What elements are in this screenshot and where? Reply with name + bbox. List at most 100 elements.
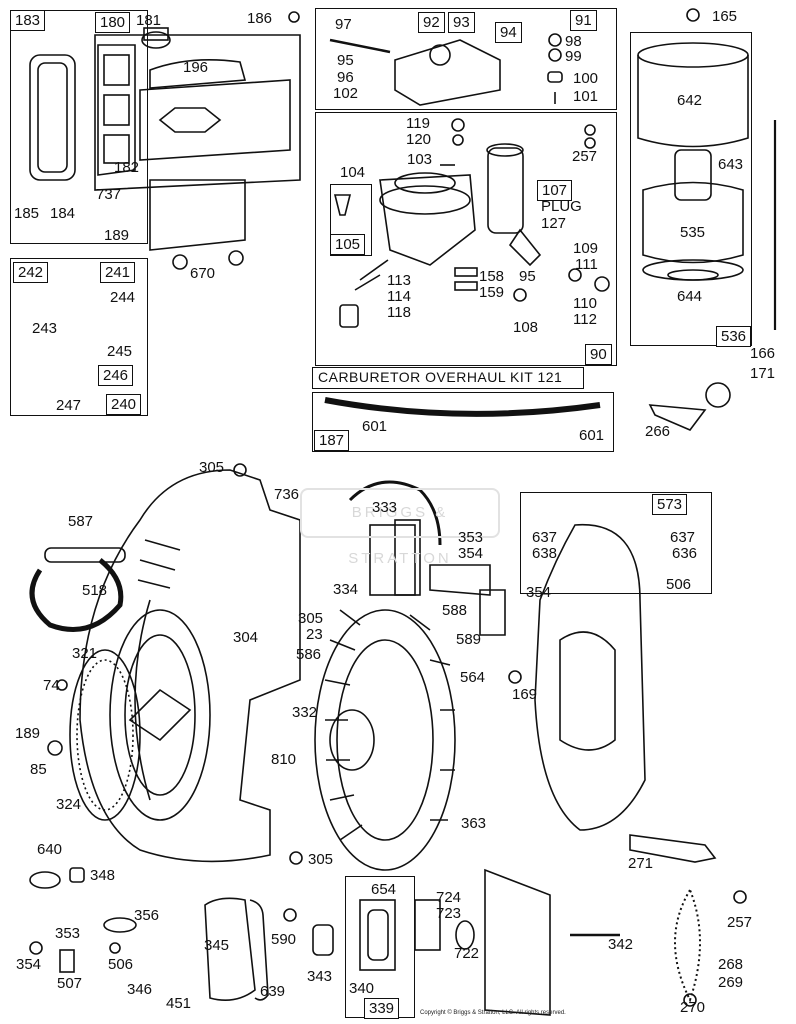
part-label-184: 184 (50, 205, 76, 222)
part-label-268: 268 (718, 956, 744, 973)
starter-rope-drawing (29, 547, 126, 632)
part-label-353-bottom: 353 (55, 925, 81, 942)
part-label-97: 97 (335, 16, 352, 33)
part-label-114: 114 (387, 288, 411, 305)
part-label-670: 670 (190, 265, 216, 282)
part-label-333: 333 (372, 499, 398, 516)
part-label-810: 810 (271, 751, 297, 768)
box-label-90: 90 (585, 344, 612, 365)
part-label-601-right: 601 (579, 427, 605, 444)
chain-drawing (674, 889, 701, 1003)
part-label-354-top: 354 (458, 545, 484, 562)
group-box-105 (330, 184, 372, 256)
part-label-196: 196 (183, 59, 209, 76)
part-label-304: 304 (233, 629, 259, 646)
part-label-354-bottom: 354 (16, 956, 42, 973)
part-label-166: 166 (750, 345, 776, 362)
part-label-654: 654 (371, 881, 397, 898)
part-label-189-top: 189 (104, 227, 130, 244)
part-label-169: 169 (512, 686, 538, 703)
part-label-120: 120 (406, 131, 432, 148)
box-label-180: 180 (95, 12, 131, 33)
box-label-105: 105 (330, 234, 366, 255)
part-label-643: 643 (718, 156, 744, 173)
group-box-187 (312, 392, 614, 452)
part-label-98: 98 (565, 33, 582, 50)
box-label-573: 573 (652, 494, 688, 515)
part-label-506-plate: 506 (666, 576, 692, 593)
box-label-107: 107 (537, 180, 573, 201)
part-label-342: 342 (608, 936, 634, 953)
part-label-324: 324 (56, 796, 82, 813)
muffler-drawing (204, 897, 269, 1001)
air-cleaner-body-drawing (94, 27, 301, 270)
part-label-85: 85 (30, 761, 47, 778)
part-label-332: 332 (292, 704, 318, 721)
part-label-171: 171 (750, 365, 776, 382)
group-box-536 (630, 32, 752, 346)
part-label-165: 165 (712, 8, 738, 25)
part-label-321: 321 (72, 645, 98, 662)
canister-filter-drawing (637, 42, 749, 281)
part-label-257-top: 257 (572, 148, 598, 165)
part-label-74: 74 (43, 677, 60, 694)
part-label-257-bottom: 257 (727, 914, 753, 931)
part-label-340: 340 (349, 980, 375, 997)
part-label-245: 245 (107, 343, 133, 360)
part-label-507: 507 (57, 975, 83, 992)
carburetor-kit-title: CARBURETOR OVERHAUL KIT 121 (318, 369, 563, 385)
box-label-339: 339 (364, 998, 400, 1019)
box-label-240: 240 (106, 394, 142, 415)
box-label-241: 241 (100, 262, 136, 283)
group-box-183 (10, 10, 148, 244)
part-label-243: 243 (32, 320, 58, 337)
part-label-100: 100 (573, 70, 599, 87)
part-label-348: 348 (90, 867, 116, 884)
back-plate-drawing (534, 523, 646, 831)
part-label-722: 722 (454, 945, 480, 962)
part-label-244: 244 (110, 289, 136, 306)
part-label-103: 103 (407, 151, 433, 168)
part-label-112: 112 (573, 311, 597, 328)
part-label-111: 111 (575, 256, 598, 273)
box-label-246: 246 (98, 365, 134, 386)
plug-label: PLUG 127 (541, 198, 582, 232)
part-label-724: 724 (436, 889, 462, 906)
part-label-587: 587 (68, 513, 94, 530)
part-label-101: 101 (573, 88, 599, 105)
part-label-588: 588 (442, 602, 468, 619)
part-label-451: 451 (166, 995, 192, 1012)
box-label-94: 94 (495, 22, 522, 43)
part-label-247: 247 (56, 397, 82, 414)
rotating-screen-drawing (69, 649, 141, 821)
part-label-589: 589 (456, 631, 482, 648)
fuel-line-drawing (324, 397, 601, 417)
part-label-345: 345 (204, 937, 230, 954)
watermark-logo: BRIGGS & STRATTON (300, 488, 500, 567)
group-box-240 (10, 258, 148, 416)
part-label-271: 271 (628, 855, 654, 872)
fuel-shutoff-drawing (648, 382, 731, 431)
part-label-182: 182 (114, 159, 140, 176)
box-label-93: 93 (448, 12, 475, 33)
part-label-158: 158 (479, 268, 505, 285)
part-label-737: 737 (96, 186, 122, 203)
part-label-334: 334 (333, 581, 359, 598)
part-label-159: 159 (479, 284, 505, 301)
part-label-346: 346 (127, 981, 153, 998)
part-label-353-top: 353 (458, 529, 484, 546)
part-label-590: 590 (271, 931, 297, 948)
part-label-118: 118 (387, 304, 411, 321)
part-label-23: 23 (306, 626, 323, 643)
part-label-354-plate: 354 (526, 584, 552, 601)
box-label-91: 91 (570, 10, 597, 31)
part-label-343: 343 (307, 968, 333, 985)
part-label-564: 564 (460, 669, 486, 686)
group-box-90 (315, 112, 617, 366)
part-label-104: 104 (340, 164, 366, 181)
box-label-242-frame: 242 (13, 262, 49, 283)
part-label-181: 181 (136, 12, 162, 29)
part-label-102: 102 (333, 85, 359, 102)
part-label-506-bottom: 506 (108, 956, 134, 973)
part-label-185: 185 (14, 205, 40, 222)
